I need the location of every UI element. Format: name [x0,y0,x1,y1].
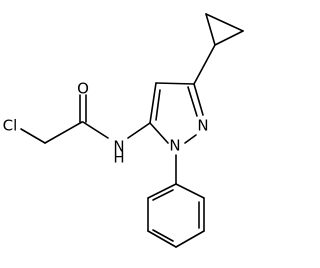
bond-c4-c3 [155,82,195,85]
bonds-phenyl [147,154,205,248]
atom-label-nh-n: N [113,138,124,156]
bond-c5-c4-inner [155,89,161,121]
bond-c5-c4 [149,82,157,124]
bonds-cyclopropyl [193,13,244,85]
bond-ph-3 [175,230,205,248]
bond-c3-cp [193,44,216,85]
atom-labels: Cl O N H N N [3,80,209,167]
bond-ph-inner-2 [152,229,174,242]
bond-ph-inner-3 [152,189,174,201]
atom-label-n-ring-bottom: N [169,137,180,155]
bond-cp-a [205,13,216,46]
bond-cp-c [205,13,244,32]
bond-cp-b [214,30,244,46]
bond-cl-ch2 [20,128,46,144]
bond-n1-c5 [149,122,169,144]
atom-label-nh-h: H [113,149,124,167]
bond-ch2-carbonyl [44,121,83,144]
bond-ph-6 [147,183,177,199]
bond-carbonyl-nh [82,121,109,139]
bond-ph-1 [175,183,205,199]
structure-diagram: Cl O N H N N [3,13,244,248]
bonds-pyrazole [149,82,204,144]
bond-nh-c5 [127,122,151,139]
bond-ph-4 [147,230,177,248]
bonds-chain [20,94,151,144]
bond-n2-n1 [184,134,197,144]
atom-label-n-ring-top: N [197,117,208,135]
atom-label-o: O [77,80,89,98]
bond-c3-n2 [193,83,204,116]
atom-label-cl: Cl [3,117,18,135]
bond-c3-n2-inner [187,86,198,117]
